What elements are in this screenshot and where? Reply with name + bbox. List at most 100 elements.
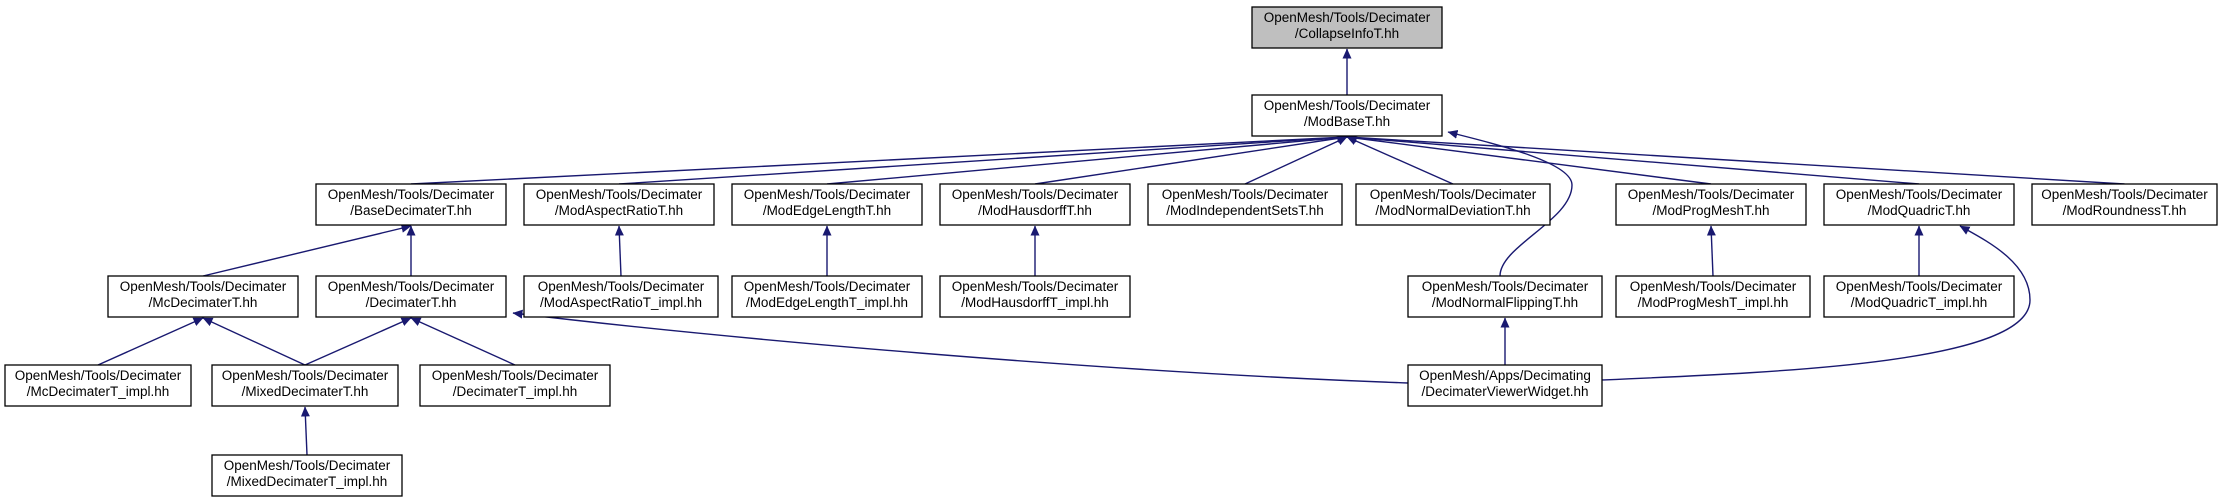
node-modprogmesht-impl-hh[interactable]: OpenMesh/Tools/Decimater/ModProgMeshT_im…	[1615, 275, 1811, 318]
node-label-line: /MixedDecimaterT_impl.hh	[227, 474, 388, 489]
node-label-line: OpenMesh/Tools/Decimater	[2041, 187, 2208, 202]
edge-mod_edge-to-mod_base	[826, 133, 1348, 185]
node-modhausdorfft-impl-hh[interactable]: OpenMesh/Tools/Decimater/ModHausdorffT_i…	[939, 275, 1131, 318]
edge-mod_haus-to-mod_base	[1034, 133, 1348, 185]
edge-mod_aspect-to-mod_base	[618, 133, 1348, 185]
node-label-line: OpenMesh/Tools/Decimater	[222, 368, 389, 383]
node-label-line: /ModNormalDeviationT.hh	[1375, 203, 1530, 218]
node-box	[315, 275, 507, 318]
node-collapseinfot-hh[interactable]: OpenMesh/Tools/Decimater/CollapseInfoT.h…	[1251, 6, 1443, 49]
node-box	[523, 183, 715, 226]
edge-mod_normflip-to-mod_base	[1447, 129, 1573, 277]
edge-mod_round-to-mod_base	[1346, 133, 2125, 185]
node-label-line: /DecimaterT.hh	[366, 295, 457, 310]
node-modnormalflippingt-hh[interactable]: OpenMesh/Tools/Decimater/ModNormalFlippi…	[1407, 275, 1603, 318]
node-label-line: /ModEdgeLengthT.hh	[763, 203, 891, 218]
node-label-line: /BaseDecimaterT.hh	[350, 203, 472, 218]
node-label-line: OpenMesh/Tools/Decimater	[1264, 98, 1431, 113]
node-modnormaldeviationt-hh[interactable]: OpenMesh/Tools/Decimater/ModNormalDeviat…	[1355, 183, 1551, 226]
node-decimaterviewerwidget-hh[interactable]: OpenMesh/Apps/Decimating/DecimaterViewer…	[1407, 364, 1603, 407]
node-box	[1407, 364, 1603, 407]
node-box	[211, 454, 403, 497]
node-label-line: /McDecimaterT_impl.hh	[27, 384, 170, 399]
node-basedecimatert-hh[interactable]: OpenMesh/Tools/Decimater/BaseDecimaterT.…	[315, 183, 507, 226]
node-box	[2031, 183, 2218, 226]
node-box	[315, 183, 507, 226]
node-modaspectratiot-impl-hh[interactable]: OpenMesh/Tools/Decimater/ModAspectRatioT…	[523, 275, 719, 318]
edge-mc_decimater-to-base_decimater	[202, 223, 412, 277]
node-box	[939, 275, 1131, 318]
node-box	[1251, 94, 1443, 137]
node-label-line: /ModAspectRatioT.hh	[555, 203, 683, 218]
edge-mixed_decimater-to-mc_decimater	[202, 317, 306, 366]
node-label-line: /ModNormalFlippingT.hh	[1432, 295, 1578, 310]
edge-mixed_decimater_impl-to-mixed_decimater	[300, 406, 310, 456]
node-label-line: OpenMesh/Tools/Decimater	[538, 279, 705, 294]
node-label-line: OpenMesh/Tools/Decimater	[1836, 187, 2003, 202]
nodes-layer: OpenMesh/Tools/Decimater/CollapseInfoT.h…	[4, 6, 2218, 497]
edge-mod_indep-to-mod_base	[1244, 136, 1348, 185]
node-box	[939, 183, 1131, 226]
node-label-line: OpenMesh/Tools/Decimater	[1630, 279, 1797, 294]
node-label-line: /ModIndependentSetsT.hh	[1166, 203, 1324, 218]
node-decimatert-hh[interactable]: OpenMesh/Tools/Decimater/DecimaterT.hh	[315, 275, 507, 318]
node-label-line: /ModAspectRatioT_impl.hh	[540, 295, 702, 310]
node-modedgelengtht-impl-hh[interactable]: OpenMesh/Tools/Decimater/ModEdgeLengthT_…	[731, 275, 923, 318]
node-label-line: /ModHausdorffT.hh	[978, 203, 1092, 218]
node-label-line: OpenMesh/Tools/Decimater	[15, 368, 182, 383]
node-label-line: /DecimaterViewerWidget.hh	[1421, 384, 1588, 399]
node-modedgelengtht-hh[interactable]: OpenMesh/Tools/Decimater/ModEdgeLengthT.…	[731, 183, 923, 226]
node-modaspectratiot-hh[interactable]: OpenMesh/Tools/Decimater/ModAspectRatioT…	[523, 183, 715, 226]
node-label-line: /McDecimaterT.hh	[149, 295, 258, 310]
node-label-line: OpenMesh/Tools/Decimater	[432, 368, 599, 383]
node-decimatert-impl-hh[interactable]: OpenMesh/Tools/Decimater/DecimaterT_impl…	[419, 364, 611, 407]
edge-mc_decimater_impl-to-mc_decimater	[97, 317, 204, 366]
node-modroundnesst-hh[interactable]: OpenMesh/Tools/Decimater/ModRoundnessT.h…	[2031, 183, 2218, 226]
node-label-line: /ModBaseT.hh	[1304, 114, 1390, 129]
node-mixeddecimatert-impl-hh[interactable]: OpenMesh/Tools/Decimater/MixedDecimaterT…	[211, 454, 403, 497]
node-modbaset-hh[interactable]: OpenMesh/Tools/Decimater/ModBaseT.hh	[1251, 94, 1443, 137]
node-label-line: OpenMesh/Tools/Decimater	[952, 187, 1119, 202]
edge-decimater_impl-to-decimater	[410, 317, 516, 366]
edge-base_decimater-to-mod_base	[410, 132, 1348, 185]
node-label-line: OpenMesh/Tools/Decimater	[744, 279, 911, 294]
node-label-line: OpenMesh/Tools/Decimater	[328, 279, 495, 294]
node-label-line: OpenMesh/Tools/Decimater	[536, 187, 703, 202]
edge-mod_quadric-to-mod_base	[1346, 133, 1920, 185]
node-label-line: OpenMesh/Tools/Decimater	[224, 458, 391, 473]
node-box	[1407, 275, 1603, 318]
node-label-line: /ModQuadricT_impl.hh	[1851, 295, 1988, 310]
node-modquadrict-impl-hh[interactable]: OpenMesh/Tools/Decimater/ModQuadricT_imp…	[1823, 275, 2015, 318]
node-box	[1823, 183, 2015, 226]
node-label-line: OpenMesh/Tools/Decimater	[1422, 279, 1589, 294]
edge-mixed_decimater-to-decimater	[304, 317, 412, 366]
node-box	[1615, 275, 1811, 318]
node-label-line: /CollapseInfoT.hh	[1295, 26, 1399, 41]
node-box	[1355, 183, 1551, 226]
edge-viewer_widget-to-mod_quadric	[1601, 225, 2031, 381]
node-box	[731, 183, 923, 226]
edge-mod_normdev-to-mod_base	[1346, 136, 1454, 185]
edges-layer	[97, 48, 2125, 456]
edge-viewer_widget-to-decimater	[512, 309, 1409, 384]
node-mcdecimatert-hh[interactable]: OpenMesh/Tools/Decimater/McDecimaterT.hh	[107, 275, 299, 318]
node-label-line: OpenMesh/Tools/Decimater	[744, 187, 911, 202]
node-mixeddecimatert-hh[interactable]: OpenMesh/Tools/Decimater/MixedDecimaterT…	[211, 364, 399, 407]
node-label-line: OpenMesh/Tools/Decimater	[1836, 279, 2003, 294]
node-box	[731, 275, 923, 318]
edge-mod_prog_impl-to-mod_prog	[1706, 225, 1716, 277]
node-box	[1823, 275, 2015, 318]
node-box	[4, 364, 192, 407]
node-modindependentsetst-hh[interactable]: OpenMesh/Tools/Decimater/ModIndependentS…	[1147, 183, 1343, 226]
node-label-line: /ModProgMeshT_impl.hh	[1638, 295, 1789, 310]
node-modquadrict-hh[interactable]: OpenMesh/Tools/Decimater/ModQuadricT.hh	[1823, 183, 2015, 226]
node-label-line: /ModProgMeshT.hh	[1652, 203, 1769, 218]
node-label-line: OpenMesh/Tools/Decimater	[952, 279, 1119, 294]
node-box	[419, 364, 611, 407]
node-mcdecimatert-impl-hh[interactable]: OpenMesh/Tools/Decimater/McDecimaterT_im…	[4, 364, 192, 407]
node-modprogmesht-hh[interactable]: OpenMesh/Tools/Decimater/ModProgMeshT.hh	[1615, 183, 1807, 226]
node-label-line: OpenMesh/Tools/Decimater	[1162, 187, 1329, 202]
node-modhausdorfft-hh[interactable]: OpenMesh/Tools/Decimater/ModHausdorffT.h…	[939, 183, 1131, 226]
node-label-line: OpenMesh/Tools/Decimater	[1628, 187, 1795, 202]
edge-mod_prog-to-mod_base	[1346, 133, 1712, 185]
